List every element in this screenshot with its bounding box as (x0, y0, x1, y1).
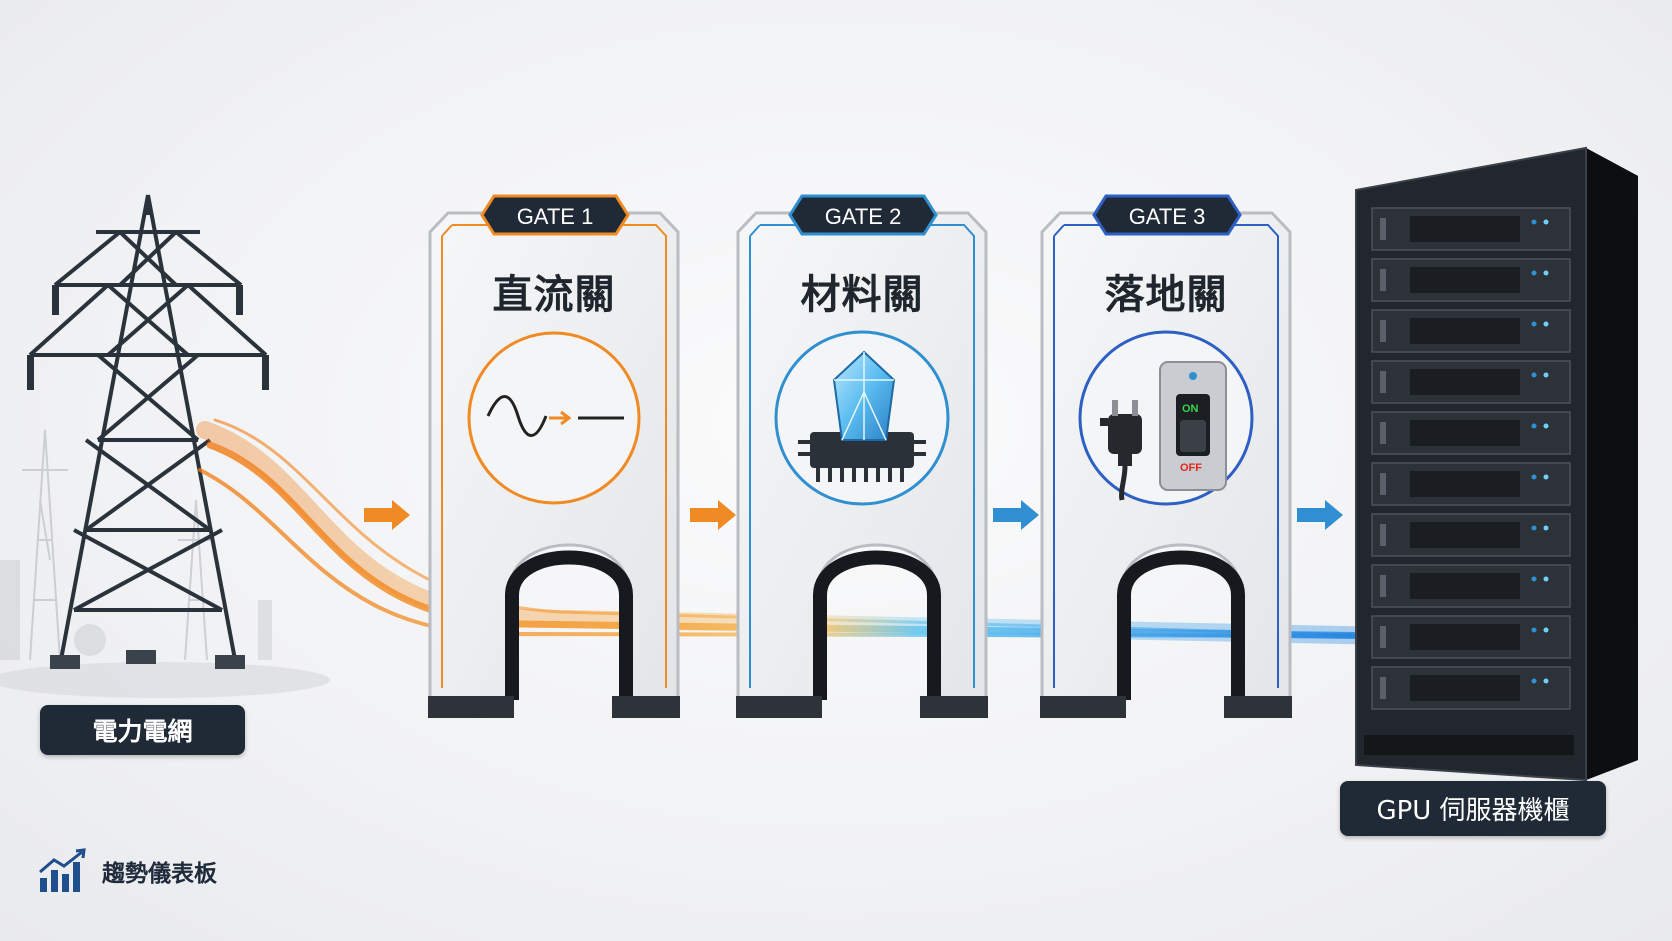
server-rack-icon (1355, 146, 1638, 782)
arrow-right-icon-1 (364, 500, 410, 530)
server-unit (1371, 462, 1571, 506)
server-unit (1371, 411, 1571, 455)
gate-2-title: 材料關 (800, 272, 924, 318)
gate-1-title: 直流關 (492, 272, 616, 318)
ac-to-dc-icon (486, 395, 624, 437)
power-grid-label: 電力電網 (40, 705, 245, 755)
server-unit (1371, 360, 1571, 404)
background-towers (0, 429, 272, 661)
gate-3-panel (1040, 194, 1292, 718)
gate-3-tag: GATE 3 (1128, 204, 1206, 229)
server-unit (1371, 258, 1571, 302)
switch-on-label: ON (1182, 403, 1199, 415)
bar-chart-trend-icon (39, 848, 86, 892)
brand: 趨勢儀表板 (36, 848, 217, 894)
server-unit (1371, 666, 1571, 710)
brand-name: 趨勢儀表板 (102, 861, 217, 887)
switch-off-label: OFF (1180, 462, 1202, 474)
gate-2-panel (736, 194, 988, 718)
server-unit (1371, 207, 1571, 251)
rack-units (1371, 207, 1571, 710)
server-unit (1371, 615, 1571, 659)
gate-3-title: 落地關 (1104, 272, 1228, 318)
gpu-rack-label: GPU 伺服器機櫃 (1340, 781, 1606, 836)
gate-2-tag: GATE 2 (824, 204, 902, 229)
gate-1-tag: GATE 1 (516, 204, 594, 229)
arrow-right-icon-4 (1297, 500, 1343, 530)
arrow-right-icon-3 (993, 500, 1039, 530)
server-unit (1371, 513, 1571, 557)
plug-icon (1100, 400, 1142, 501)
crystal-chip-icon (798, 350, 926, 482)
gate-1-panel (428, 194, 680, 718)
tower-feet (50, 650, 245, 669)
server-unit (1371, 564, 1571, 608)
server-unit (1371, 309, 1571, 353)
arrow-right-icon-2 (690, 500, 736, 530)
switch-icon (1159, 361, 1227, 491)
power-tower-icon (28, 194, 268, 666)
insulator-icons (27, 285, 269, 390)
